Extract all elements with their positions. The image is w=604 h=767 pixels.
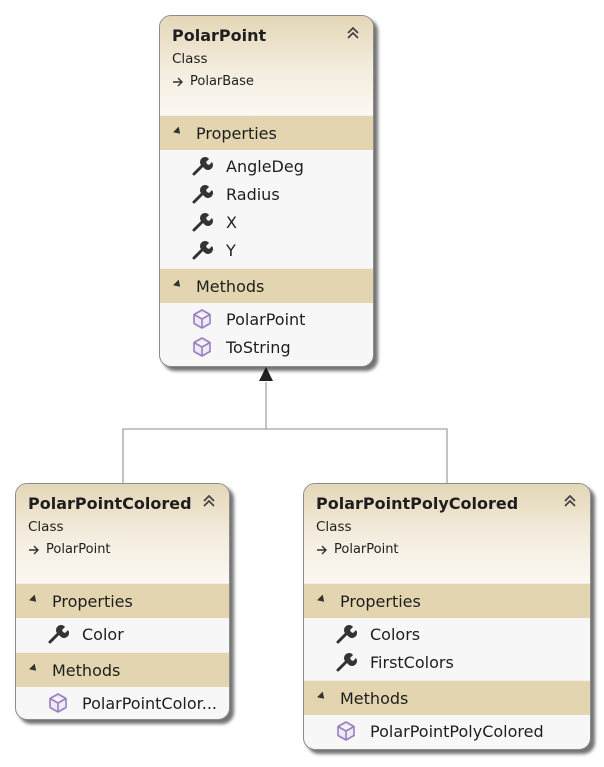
method-name: PolarPointColor... bbox=[82, 693, 217, 713]
double-chevron-up-icon[interactable] bbox=[562, 493, 578, 509]
properties-list: Colors FirstColors bbox=[304, 618, 590, 680]
double-chevron-up-icon[interactable] bbox=[201, 493, 217, 509]
property-name: AngleDeg bbox=[226, 156, 304, 176]
wrench-icon bbox=[192, 185, 213, 204]
wrench-icon bbox=[192, 157, 213, 176]
properties-list: AngleDeg Radius X Y bbox=[160, 150, 373, 268]
wrench-icon bbox=[48, 625, 69, 644]
properties-list: Color bbox=[16, 618, 229, 652]
collapse-triangle-icon bbox=[29, 594, 39, 605]
collapse-triangle-icon bbox=[173, 126, 183, 137]
class-box-polarpointcolored[interactable]: PolarPointColored Class PolarPoint Prope… bbox=[15, 483, 230, 720]
property-item[interactable]: Y bbox=[160, 236, 373, 264]
property-item[interactable]: X bbox=[160, 208, 373, 236]
method-item[interactable]: PolarPoint bbox=[160, 305, 373, 333]
properties-section-header[interactable]: Properties bbox=[16, 583, 229, 618]
property-name: FirstColors bbox=[370, 652, 454, 672]
methods-section-header[interactable]: Methods bbox=[160, 268, 373, 303]
collapse-triangle-icon bbox=[29, 663, 39, 674]
property-name: Radius bbox=[226, 184, 280, 204]
class-name: PolarPoint bbox=[172, 26, 267, 45]
inheritance-arrow-icon bbox=[173, 77, 183, 87]
base-class-line: PolarPoint bbox=[316, 538, 578, 562]
property-name: X bbox=[226, 212, 237, 232]
property-name: Color bbox=[82, 624, 124, 644]
section-label: Methods bbox=[196, 276, 265, 296]
method-name: ToString bbox=[226, 337, 291, 357]
connector-branch bbox=[122, 428, 448, 483]
property-item[interactable]: Radius bbox=[160, 180, 373, 208]
section-label: Methods bbox=[52, 660, 121, 680]
class-header: PolarPoint Class PolarBase bbox=[160, 16, 373, 115]
methods-list: PolarPointPolyColored bbox=[304, 715, 590, 749]
cube-icon bbox=[49, 693, 67, 713]
collapse-triangle-icon bbox=[317, 594, 327, 605]
section-label: Properties bbox=[340, 591, 421, 611]
base-class-name: PolarPoint bbox=[46, 542, 111, 557]
class-stereotype: Class bbox=[316, 519, 352, 535]
wrench-icon bbox=[336, 653, 357, 672]
method-item[interactable]: PolarPointPolyColored bbox=[304, 717, 590, 745]
cube-icon bbox=[193, 337, 211, 357]
base-class-name: PolarBase bbox=[190, 74, 254, 89]
method-name: PolarPointPolyColored bbox=[370, 721, 544, 741]
methods-section-header[interactable]: Methods bbox=[16, 652, 229, 687]
cube-icon bbox=[337, 721, 355, 741]
collapse-triangle-icon bbox=[317, 691, 327, 702]
base-class-line: PolarBase bbox=[172, 70, 361, 94]
method-name: PolarPoint bbox=[226, 309, 306, 329]
property-item[interactable]: AngleDeg bbox=[160, 152, 373, 180]
class-box-polarpoint[interactable]: PolarPoint Class PolarBase Properties An… bbox=[159, 15, 374, 367]
inheritance-arrow-icon bbox=[29, 545, 39, 555]
class-name: PolarPointPolyColored bbox=[316, 494, 519, 513]
section-label: Properties bbox=[196, 123, 277, 143]
inheritance-arrow-icon bbox=[317, 545, 327, 555]
class-header: PolarPointPolyColored Class PolarPoint bbox=[304, 484, 590, 583]
methods-list: PolarPointColor... bbox=[16, 687, 229, 719]
section-label: Properties bbox=[52, 591, 133, 611]
section-label: Methods bbox=[340, 688, 409, 708]
property-item[interactable]: Color bbox=[16, 620, 229, 648]
wrench-icon bbox=[192, 241, 213, 260]
inheritance-arrowhead bbox=[259, 367, 273, 381]
method-item[interactable]: PolarPointColor... bbox=[16, 689, 229, 717]
class-stereotype: Class bbox=[28, 519, 64, 535]
cube-icon bbox=[193, 309, 211, 329]
property-item[interactable]: FirstColors bbox=[304, 648, 590, 676]
double-chevron-up-icon[interactable] bbox=[345, 25, 361, 41]
class-header: PolarPointColored Class PolarPoint bbox=[16, 484, 229, 583]
property-name: Colors bbox=[370, 624, 421, 644]
collapse-triangle-icon bbox=[173, 279, 183, 290]
method-item[interactable]: ToString bbox=[160, 333, 373, 361]
wrench-icon bbox=[192, 213, 213, 232]
methods-list: PolarPoint ToString bbox=[160, 303, 373, 365]
wrench-icon bbox=[336, 625, 357, 644]
class-box-polarpointpolycolored[interactable]: PolarPointPolyColored Class PolarPoint P… bbox=[303, 483, 591, 750]
base-class-line: PolarPoint bbox=[28, 538, 217, 562]
property-item[interactable]: Colors bbox=[304, 620, 590, 648]
class-stereotype: Class bbox=[172, 51, 208, 67]
properties-section-header[interactable]: Properties bbox=[160, 115, 373, 150]
methods-section-header[interactable]: Methods bbox=[304, 680, 590, 715]
property-name: Y bbox=[226, 240, 236, 260]
properties-section-header[interactable]: Properties bbox=[304, 583, 590, 618]
base-class-name: PolarPoint bbox=[334, 542, 399, 557]
class-name: PolarPointColored bbox=[28, 494, 192, 513]
